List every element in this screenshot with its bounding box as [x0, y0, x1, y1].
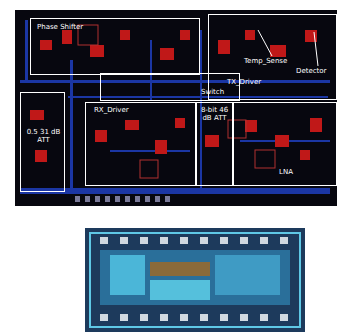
block-label: 0.5 31 dB ATT — [25, 129, 62, 144]
rx-driver-block: RX_Driver — [85, 102, 197, 186]
phase-shifter-block: Phase Shifter — [30, 18, 200, 75]
lna-block: LNA — [233, 102, 337, 186]
callout-label: Temp_Sense — [244, 58, 287, 66]
block-label: LNA — [269, 169, 303, 177]
block-label: 8-bit 46 dB ATT — [199, 107, 230, 122]
block-label: Switch — [201, 89, 237, 97]
block-label: Phase Shifter — [37, 24, 117, 32]
switch-block: Switch — [100, 73, 240, 101]
block-label: RX_Driver — [94, 107, 154, 115]
tx-driver-block: TX_Driver — [208, 14, 337, 100]
block-label: TX_Driver — [227, 79, 277, 87]
attenuator-block: 0.5 31 dB ATT — [20, 92, 65, 192]
attenuator-block: 8-bit 46 dB ATT — [195, 102, 233, 186]
callout-label: Detector — [296, 68, 327, 76]
